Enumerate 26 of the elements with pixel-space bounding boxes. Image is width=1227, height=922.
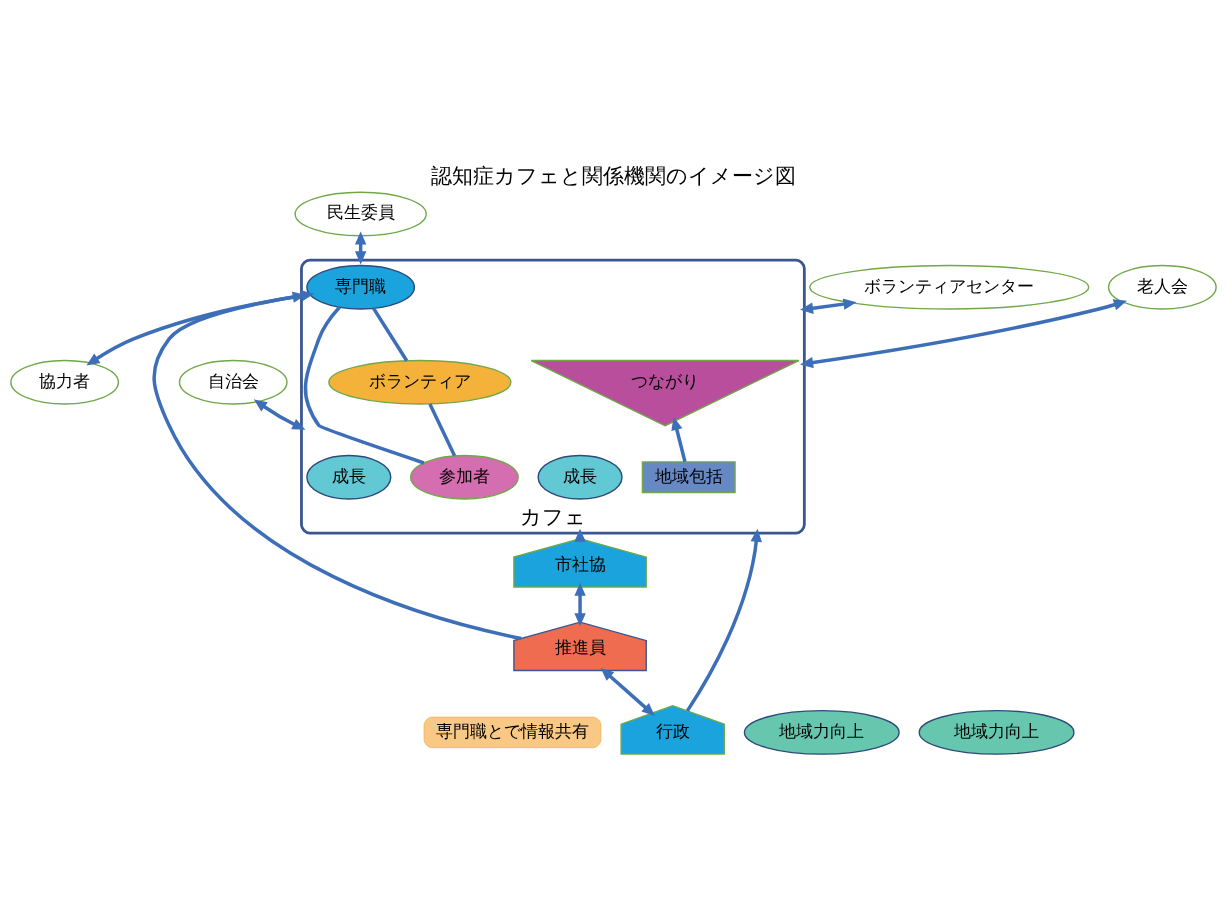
connector: [372, 306, 409, 362]
arrow: [685, 528, 762, 712]
node-ellipse: 民生委員: [294, 191, 427, 236]
arrow: [671, 416, 687, 462]
node-ellipse: 協力者: [10, 359, 120, 405]
node-box: 地域包括: [641, 460, 736, 493]
arrow: [600, 667, 655, 716]
arrow: [800, 298, 1127, 368]
node-ellipse: 成長: [306, 454, 392, 500]
node-ellipse: 成長: [537, 454, 623, 500]
arrow: [574, 582, 586, 626]
node-ellipse: ボランティア: [328, 359, 512, 405]
arrow: [574, 528, 586, 542]
arrow: [86, 289, 315, 365]
node-box: 専門職とで情報共有: [423, 716, 602, 748]
arrow: [354, 231, 367, 264]
node-ellipse: 自治会: [178, 359, 288, 405]
connector: [303, 305, 425, 465]
node-ellipse: 地域力向上: [743, 709, 900, 755]
node-ellipse: 参加者: [410, 454, 519, 500]
diagram-title: 認知症カフェと関係機関のイメージ図: [431, 163, 796, 188]
connector: [428, 402, 457, 456]
arrow: [800, 297, 857, 314]
node-ellipse: 地域力向上: [918, 709, 1075, 755]
node-ellipse: 専門職: [306, 264, 416, 310]
arrow: [253, 398, 306, 430]
